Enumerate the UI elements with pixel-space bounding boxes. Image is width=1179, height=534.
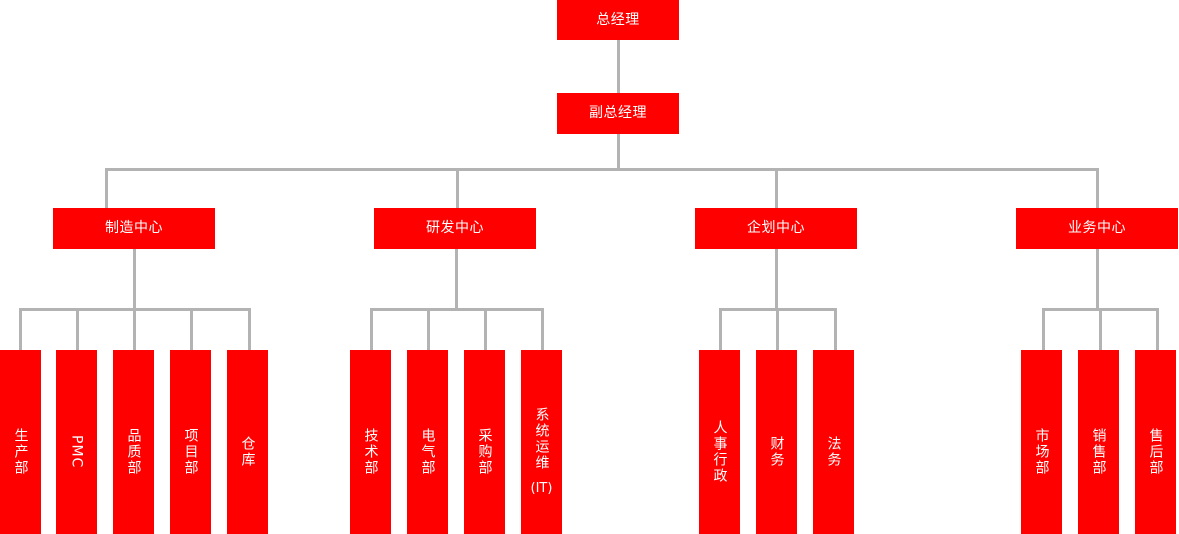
connector-manufacturing-child-2 <box>76 308 79 352</box>
node-dept-legal-label: 法务 <box>825 436 842 468</box>
connector-deputy-drop <box>617 134 620 170</box>
node-dept-sales-label: 销售部 <box>1090 428 1107 476</box>
node-dept-warehouse-label: 仓库 <box>239 436 256 468</box>
node-general-manager-label: 总经理 <box>596 11 640 28</box>
connector-bus-drop-planning <box>775 168 778 209</box>
node-dept-warehouse[interactable]: 仓库 <box>227 350 268 534</box>
connector-gm-to-deputy <box>617 40 620 93</box>
node-dept-hr-admin[interactable]: 人事行政 <box>699 350 740 534</box>
connector-planning-child-1 <box>719 308 722 352</box>
node-dept-technology-label: 技术部 <box>362 428 379 476</box>
node-dept-production-label: 生产部 <box>12 428 29 476</box>
node-dept-system-ops-label: 系统运维 <box>533 407 550 472</box>
connector-bus-drop-business <box>1096 168 1099 209</box>
node-center-rnd[interactable]: 研发中心 <box>374 208 536 249</box>
node-dept-project-label: 项目部 <box>182 428 199 476</box>
node-center-planning[interactable]: 企划中心 <box>695 208 857 249</box>
connector-business-drop <box>1096 249 1099 310</box>
node-dept-electrical-label: 电气部 <box>419 428 436 476</box>
node-dept-electrical[interactable]: 电气部 <box>407 350 448 534</box>
node-general-manager[interactable]: 总经理 <box>557 0 679 40</box>
connector-rnd-child-3 <box>484 308 487 352</box>
connector-business-child-3 <box>1156 308 1159 352</box>
node-center-manufacturing-label: 制造中心 <box>105 220 163 237</box>
node-deputy-general-manager-label: 副总经理 <box>589 105 647 122</box>
node-dept-system-ops-sublabel: (IT) <box>530 481 553 497</box>
node-dept-after-sales-label: 售后部 <box>1147 428 1164 476</box>
connector-manufacturing-drop <box>133 249 136 310</box>
connector-main-bus <box>105 168 1099 171</box>
node-dept-marketing[interactable]: 市场部 <box>1021 350 1062 534</box>
node-center-business[interactable]: 业务中心 <box>1016 208 1178 249</box>
node-dept-quality-label: 品质部 <box>125 428 142 476</box>
node-dept-after-sales[interactable]: 售后部 <box>1135 350 1176 534</box>
node-deputy-general-manager[interactable]: 副总经理 <box>557 93 679 134</box>
node-center-planning-label: 企划中心 <box>747 220 805 237</box>
node-dept-marketing-label: 市场部 <box>1033 428 1050 476</box>
node-dept-purchasing[interactable]: 采购部 <box>464 350 505 534</box>
node-dept-pmc[interactable]: PMC <box>56 350 97 534</box>
node-dept-technology[interactable]: 技术部 <box>350 350 391 534</box>
connector-rnd-child-4 <box>541 308 544 352</box>
connector-business-child-2 <box>1099 308 1102 352</box>
node-dept-legal[interactable]: 法务 <box>813 350 854 534</box>
connector-bus-drop-rnd <box>456 168 459 209</box>
connector-planning-drop <box>775 249 778 310</box>
connector-rnd-child-1 <box>370 308 373 352</box>
node-dept-finance[interactable]: 财务 <box>756 350 797 534</box>
node-dept-production[interactable]: 生产部 <box>0 350 41 534</box>
connector-bus-drop-manufacturing <box>105 168 108 209</box>
connector-business-child-1 <box>1042 308 1045 352</box>
node-dept-project[interactable]: 项目部 <box>170 350 211 534</box>
connector-rnd-child-2 <box>427 308 430 352</box>
node-dept-quality[interactable]: 品质部 <box>113 350 154 534</box>
node-center-business-label: 业务中心 <box>1068 220 1126 237</box>
connector-rnd-bus <box>370 308 544 311</box>
node-dept-system-ops[interactable]: 系统运维 (IT) <box>521 350 562 534</box>
connector-manufacturing-child-1 <box>19 308 22 352</box>
node-dept-finance-label: 财务 <box>768 436 785 468</box>
node-dept-sales[interactable]: 销售部 <box>1078 350 1119 534</box>
node-dept-hr-admin-label: 人事行政 <box>711 420 728 484</box>
node-dept-purchasing-label: 采购部 <box>476 428 493 476</box>
connector-manufacturing-child-4 <box>190 308 193 352</box>
connector-manufacturing-child-5 <box>248 308 251 352</box>
node-dept-pmc-label: PMC <box>68 435 85 469</box>
connector-manufacturing-child-3 <box>133 308 136 352</box>
connector-planning-child-3 <box>834 308 837 352</box>
connector-rnd-drop <box>455 249 458 310</box>
node-center-manufacturing[interactable]: 制造中心 <box>53 208 215 249</box>
connector-planning-child-2 <box>776 308 779 352</box>
node-center-rnd-label: 研发中心 <box>426 220 484 237</box>
